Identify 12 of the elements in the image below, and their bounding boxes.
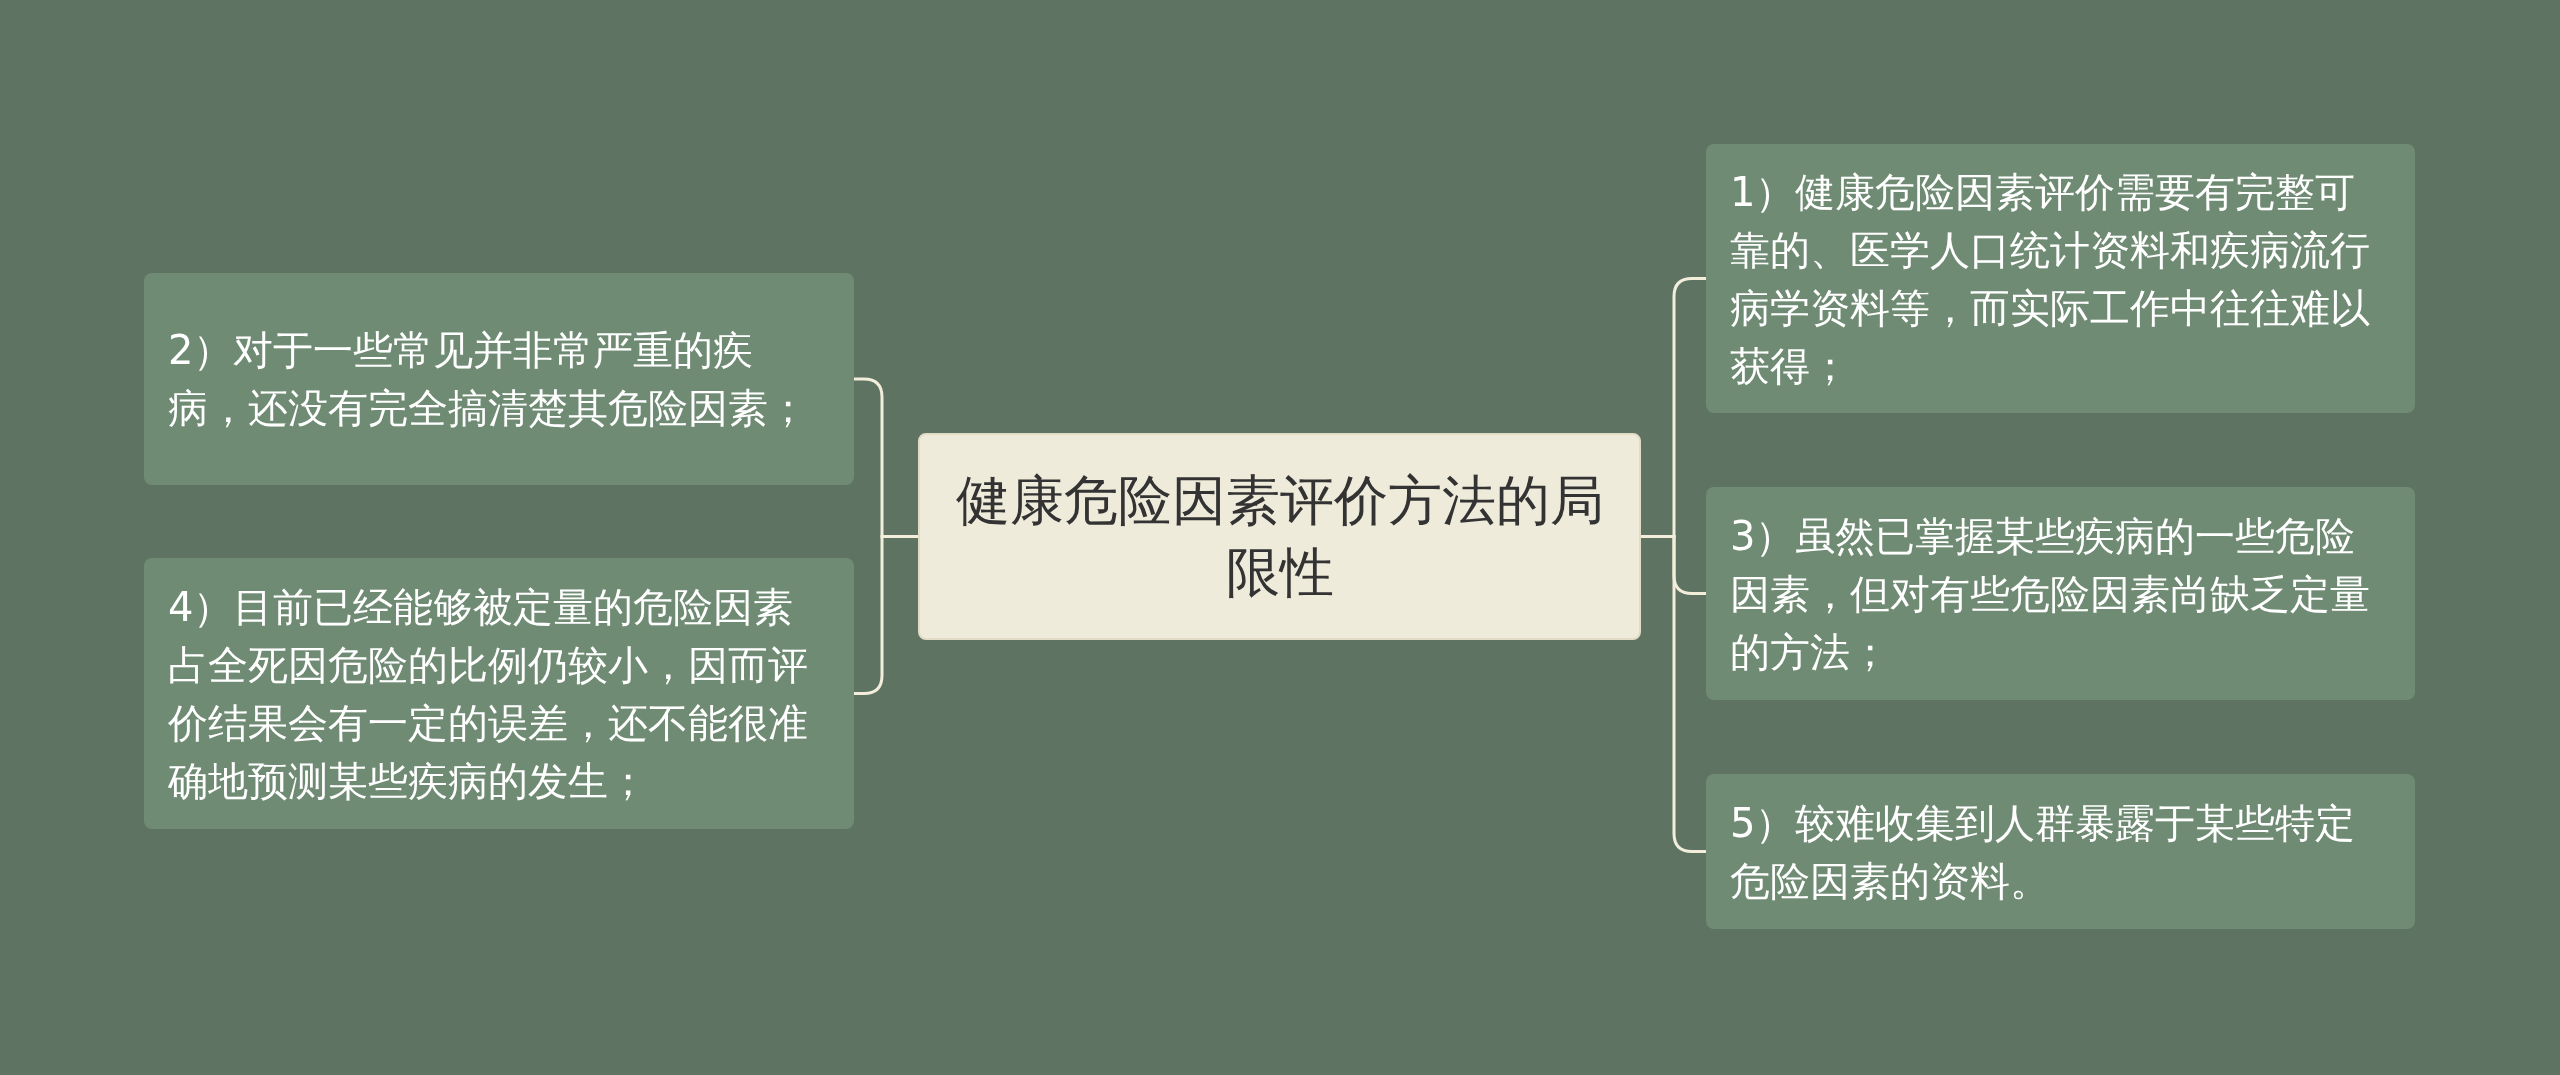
subtopic-text: 4）目前已经能够被定量的危险因素占全死因危险的比例仍较小，因而评价结果会有一定的误差，还不能很准确地预测某些疾病的发生； (168, 582, 809, 806)
subtopic-text: 2）对于一些常见并非常严重的疾病，还没有完全搞清楚其危险因素； (168, 326, 809, 433)
subtopic-text: 5）较难收集到人群暴露于某些特定危险因素的资料。 (1730, 798, 2357, 906)
subtopic-box (144, 273, 854, 485)
subtopic-box (1706, 487, 2415, 700)
central-topic-box (918, 433, 1641, 640)
subtopic-box (1706, 144, 2415, 413)
subtopic-text: 3）虽然已掌握某些疾病的一些危险因素，但对有些危险因素尚缺乏定量的方法； (1730, 511, 2371, 677)
subtopic-box (1706, 774, 2415, 929)
topic-text: 健康危险因素评价方法的局限性 (954, 467, 1605, 606)
subtopic-box (144, 558, 854, 829)
subtopic-text: 1）健康危险因素评价需要有完整可靠的、医学人口统计资料和疾病流行病学资料等，而实际工作中往往难以获得； (1730, 167, 2371, 391)
